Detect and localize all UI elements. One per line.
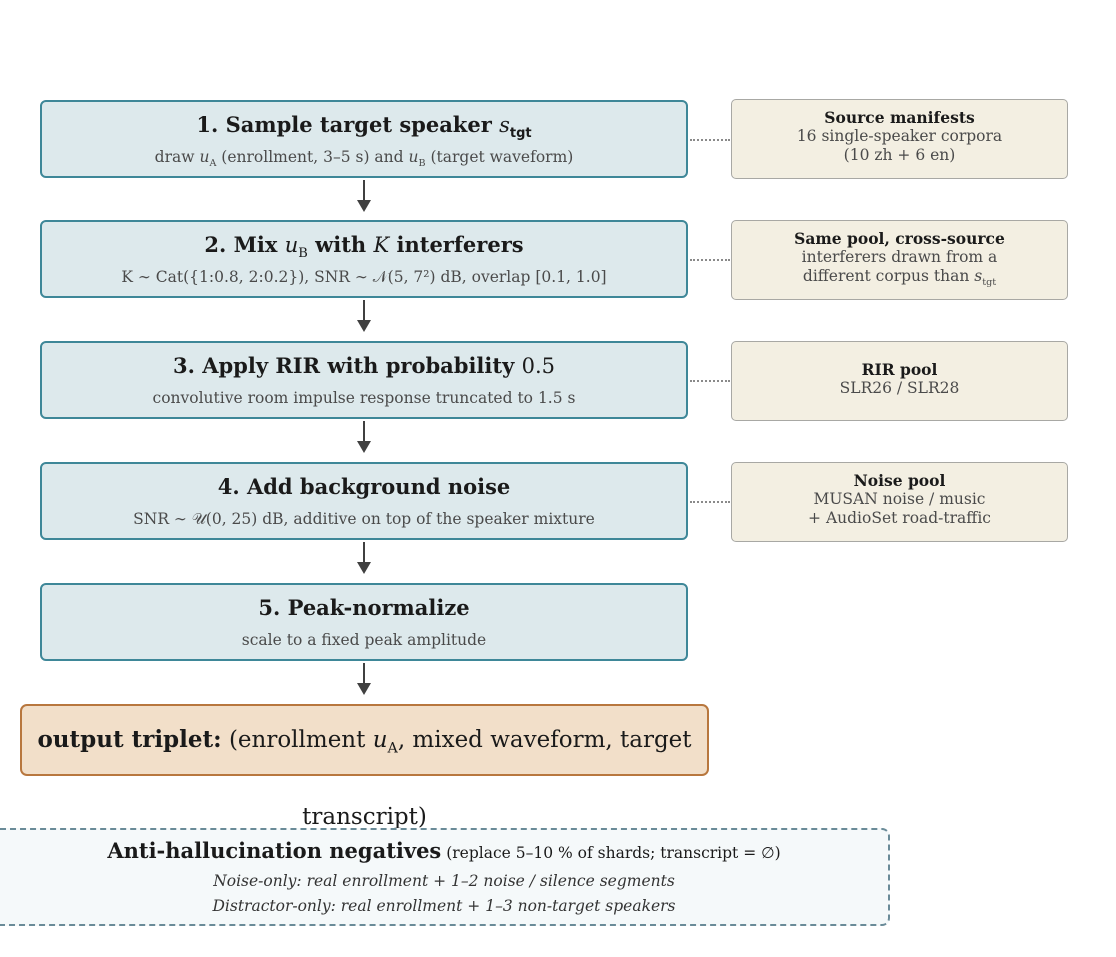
step-subtitle: scale to a fixed peak amplitude — [241, 631, 487, 649]
side-heading: Noise pool — [853, 471, 946, 490]
step-title: 2. Mix uB with K interferers — [204, 232, 524, 262]
step-peak-normalize: 5. Peak-normalize scale to a fixed peak … — [40, 583, 688, 661]
side-heading: RIR pool — [861, 360, 938, 379]
output-triplet: output triplet: (enrollment uA, mixed wa… — [20, 704, 709, 830]
negatives-item: Noise-only: real enrollment + 1–2 noise … — [213, 872, 675, 890]
flow-arrow — [357, 542, 371, 574]
step-mix-interferers: 2. Mix uB with K interferers K ∼ Cat({1:… — [40, 220, 688, 298]
side-noise-pool: Noise pool MUSAN noise / music + AudioSe… — [731, 462, 1068, 542]
side-line: + AudioSet road-traffic — [808, 509, 991, 527]
side-heading: Same pool, cross-source — [794, 229, 1005, 248]
connector-dotted — [690, 259, 730, 261]
negatives-heading: Anti-hallucination negatives (replace 5–… — [107, 838, 781, 863]
flow-arrow — [357, 663, 371, 695]
side-line: (10 zh + 6 en) — [843, 146, 956, 164]
step-title: 4. Add background noise — [217, 474, 511, 499]
step-subtitle: draw uA (enrollment, 3–5 s) and uB (targ… — [154, 148, 574, 170]
flow-arrow — [357, 300, 371, 332]
side-line: 16 single-speaker corpora — [796, 127, 1003, 145]
step-subtitle: K ∼ Cat({1:0.8, 2:0.2}), SNR ∼ 𝒩(5, 7²) … — [121, 268, 607, 286]
connector-dotted — [690, 501, 730, 503]
flow-arrow — [357, 180, 371, 212]
side-line: interferers drawn from a — [801, 248, 998, 266]
step-apply-rir: 3. Apply RIR with probability 0.5 convol… — [40, 341, 688, 419]
side-line: different corpus than stgt — [802, 267, 997, 289]
flow-arrow — [357, 421, 371, 453]
anti-hallucination-negatives: Anti-hallucination negatives (replace 5–… — [0, 828, 890, 926]
side-line: MUSAN noise / music — [813, 490, 986, 508]
step-title: 1. Sample target speaker stgt — [196, 112, 532, 142]
side-line: SLR26 / SLR28 — [839, 379, 960, 397]
side-same-pool: Same pool, cross-source interferers draw… — [731, 220, 1068, 300]
step-subtitle: SNR ∼ 𝒰(0, 25) dB, additive on top of th… — [133, 510, 595, 528]
step-title: 5. Peak-normalize — [258, 595, 470, 620]
output-label: output triplet: — [37, 726, 222, 753]
step-subtitle: convolutive room impulse response trunca… — [152, 389, 576, 407]
side-source-manifests: Source manifests 16 single-speaker corpo… — [731, 99, 1068, 179]
connector-dotted — [690, 139, 730, 141]
connector-dotted — [690, 380, 730, 382]
side-heading: Source manifests — [824, 108, 975, 127]
negatives-item: Distractor-only: real enrollment + 1–3 n… — [212, 897, 676, 915]
step-title: 3. Apply RIR with probability 0.5 — [172, 353, 556, 378]
step-add-background-noise: 4. Add background noise SNR ∼ 𝒰(0, 25) d… — [40, 462, 688, 540]
step-sample-target-speaker: 1. Sample target speaker stgt draw uA (e… — [40, 100, 688, 178]
side-rir-pool: RIR pool SLR26 / SLR28 — [731, 341, 1068, 421]
